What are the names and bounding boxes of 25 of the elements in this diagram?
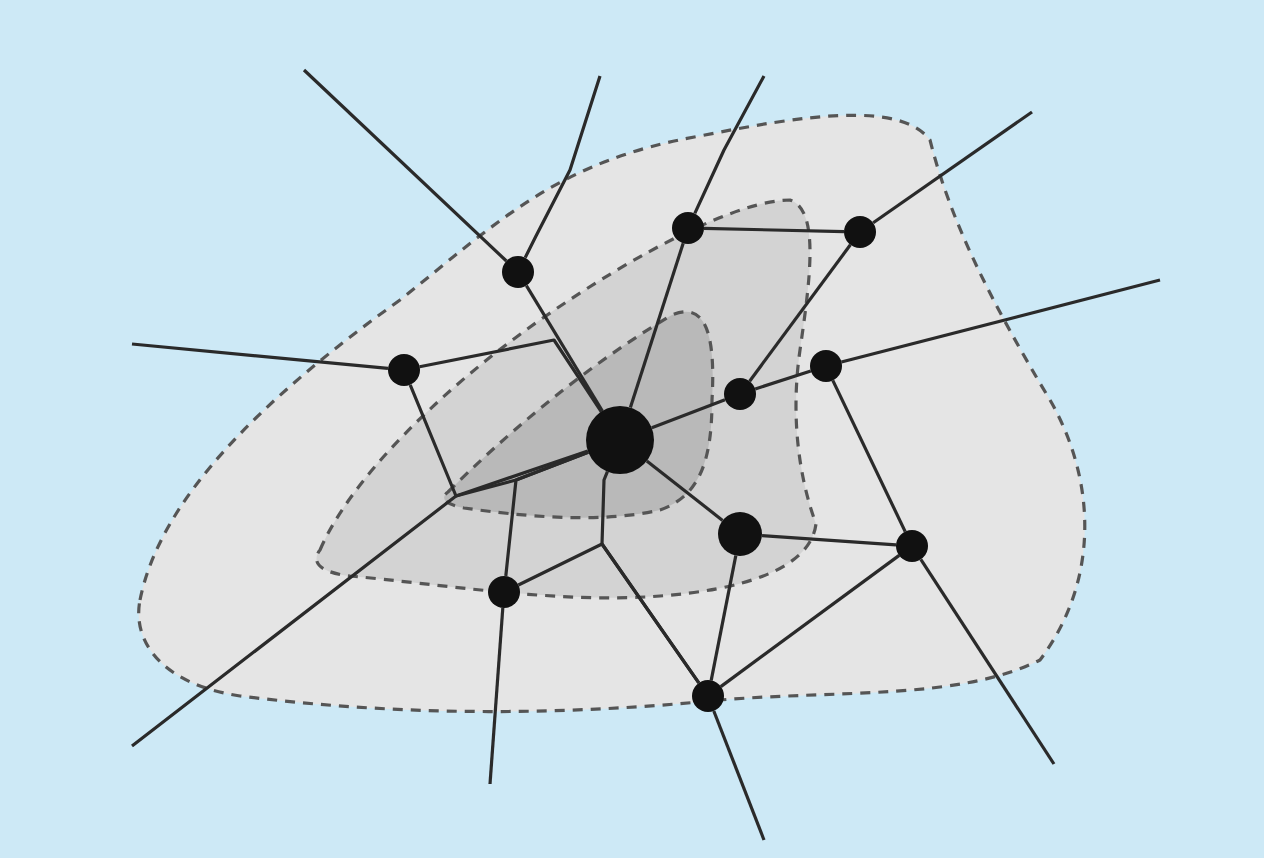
connector-line: [645, 459, 724, 522]
connector-line: [709, 555, 738, 681]
connector-line: [488, 607, 505, 785]
connector-line: [600, 471, 701, 684]
connector-line: [693, 75, 766, 215]
connector-line: [651, 398, 726, 430]
connector-line: [919, 558, 1056, 765]
network-node: [692, 680, 724, 712]
connector-line: [302, 68, 508, 263]
connector-line: [754, 369, 812, 391]
connector-line: [831, 379, 907, 533]
connector-line: [719, 554, 901, 688]
connector-line: [761, 534, 897, 547]
connector-line: [703, 226, 845, 234]
connector-line: [419, 338, 603, 413]
connector-line: [628, 242, 685, 409]
connector-line: [523, 75, 602, 259]
connector-line: [408, 384, 589, 498]
connector-line: [525, 284, 604, 412]
connector-line: [872, 110, 1033, 225]
connector-line: [504, 450, 589, 577]
connector-line: [841, 278, 1161, 364]
connector-line: [712, 710, 766, 841]
connector-line: [748, 243, 852, 383]
connector-line: [131, 342, 389, 370]
